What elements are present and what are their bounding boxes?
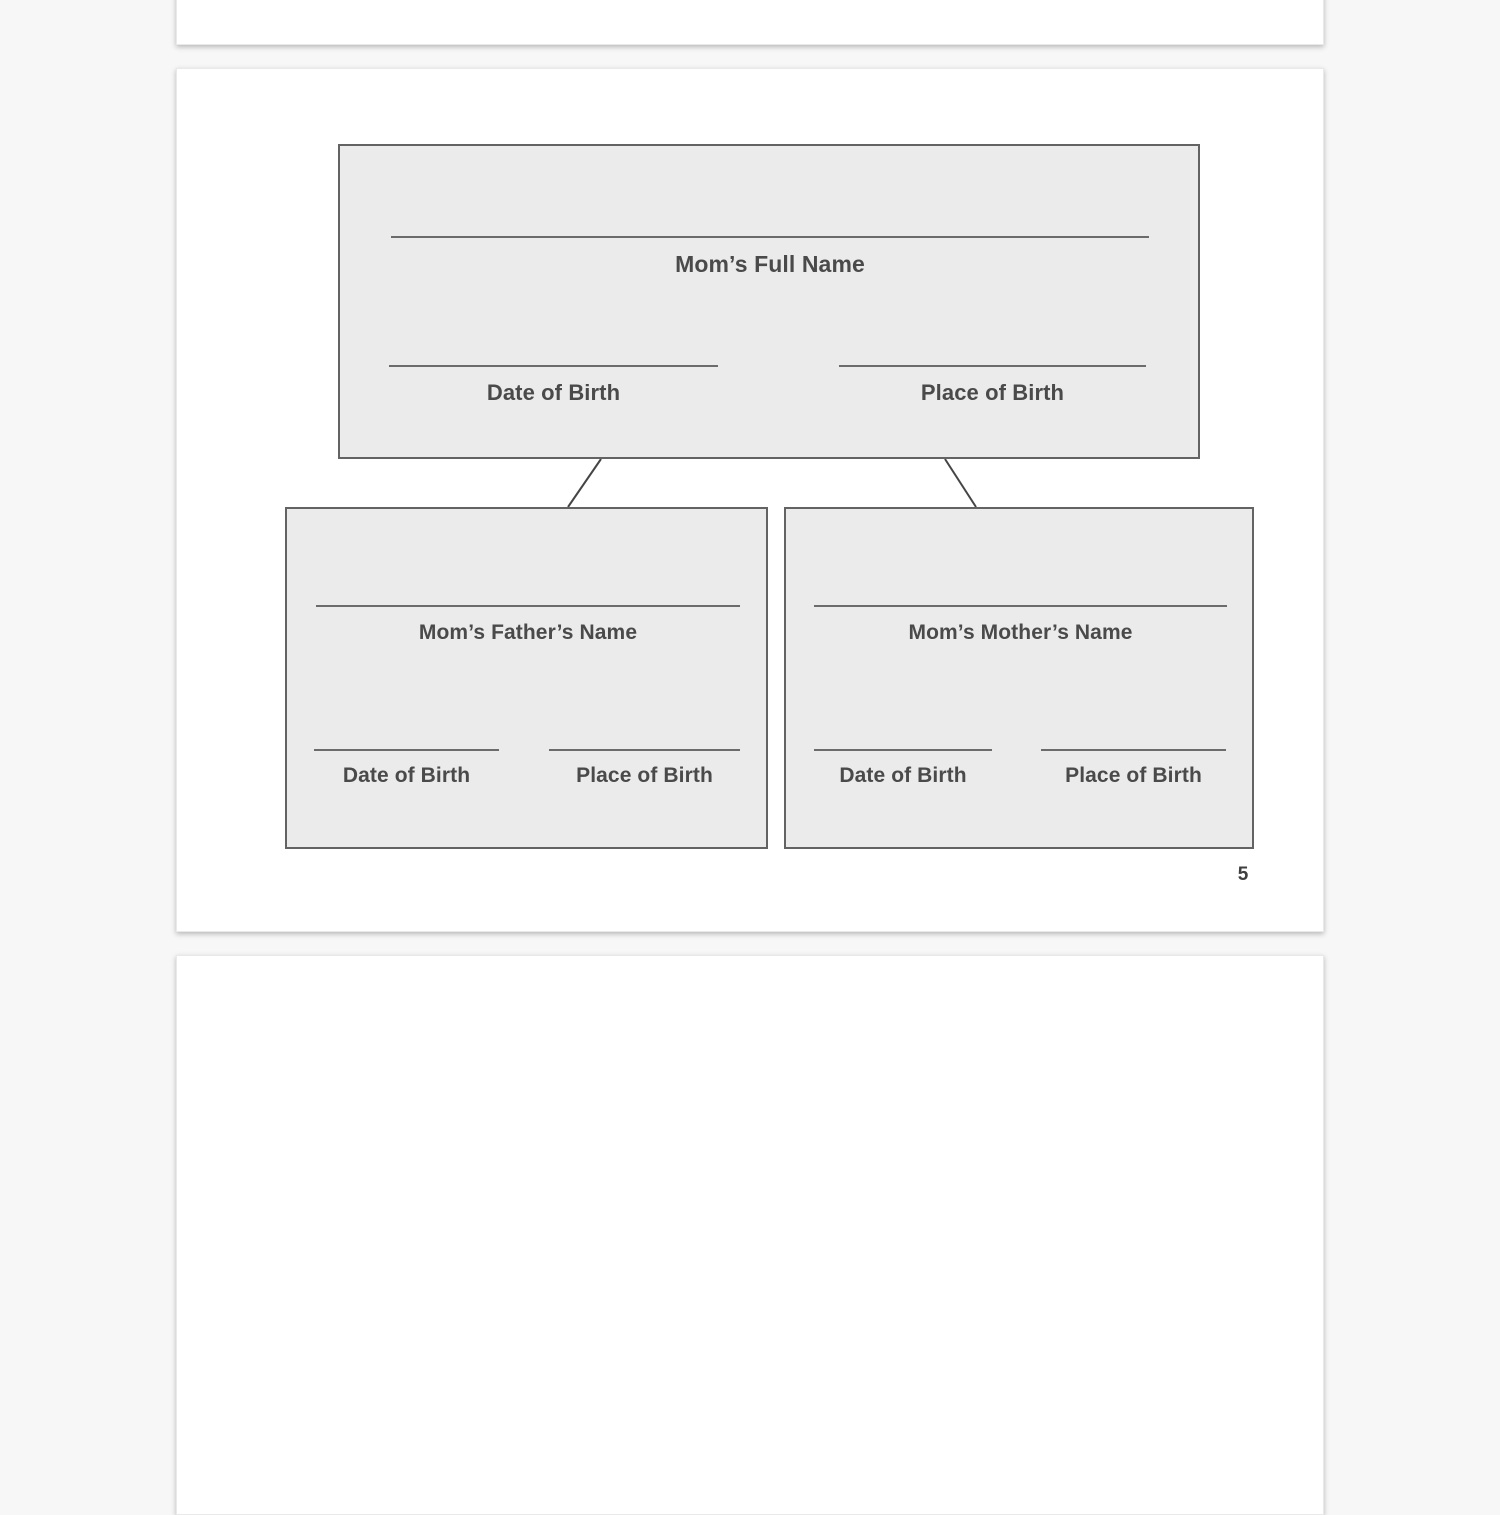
page-number: 5 (1237, 864, 1249, 885)
moms-mother-place-of-birth-label: Place of Birth (1065, 764, 1202, 787)
moms-mother-name-write-line[interactable] (814, 605, 1227, 607)
moms-father-date-of-birth-write-line[interactable] (314, 749, 499, 751)
mom-date-of-birth-write-line[interactable] (389, 365, 718, 367)
moms-mother-place-of-birth-write-line[interactable] (1041, 749, 1226, 751)
moms-mother-name-field[interactable]: Mom’s Mother’s Name (814, 605, 1227, 645)
mom-place-of-birth-write-line[interactable] (839, 365, 1146, 367)
document-page-previous (176, 0, 1324, 45)
moms-mother-date-of-birth-label: Date of Birth (839, 764, 967, 787)
tree-node-moms-father[interactable]: Mom’s Father’s Name Date of Birth Place … (285, 507, 768, 849)
tree-node-moms-mother[interactable]: Mom’s Mother’s Name Date of Birth Place … (784, 507, 1254, 849)
moms-father-date-of-birth-field[interactable]: Date of Birth (314, 749, 499, 788)
mom-full-name-label: Mom’s Full Name (675, 251, 865, 277)
moms-father-date-of-birth-label: Date of Birth (342, 764, 471, 787)
tree-node-mom[interactable]: Mom’s Full Name Date of Birth Place of B… (338, 144, 1200, 459)
moms-mother-place-of-birth-field[interactable]: Place of Birth (1041, 749, 1226, 788)
connector-line-to-father (567, 458, 602, 508)
moms-father-name-field[interactable]: Mom’s Father’s Name (316, 605, 740, 645)
document-page-next (176, 955, 1324, 1515)
mom-place-of-birth-field[interactable]: Place of Birth (839, 365, 1146, 406)
moms-father-place-of-birth-write-line[interactable] (549, 749, 740, 751)
mom-full-name-write-line[interactable] (391, 236, 1149, 238)
moms-father-name-write-line[interactable] (316, 605, 740, 607)
mom-full-name-field[interactable]: Mom’s Full Name (391, 236, 1149, 278)
connector-line-to-mother (944, 458, 977, 508)
mom-place-of-birth-label: Place of Birth (920, 380, 1065, 405)
moms-mother-name-label: Mom’s Mother’s Name (908, 621, 1133, 644)
moms-mother-date-of-birth-field[interactable]: Date of Birth (814, 749, 992, 788)
moms-father-place-of-birth-field[interactable]: Place of Birth (549, 749, 740, 788)
moms-father-place-of-birth-label: Place of Birth (576, 764, 713, 787)
moms-father-name-label: Mom’s Father’s Name (418, 621, 638, 644)
mom-date-of-birth-field[interactable]: Date of Birth (389, 365, 718, 406)
moms-mother-date-of-birth-write-line[interactable] (814, 749, 992, 751)
mom-date-of-birth-label: Date of Birth (486, 380, 621, 405)
document-page-current: Mom’s Full Name Date of Birth Place of B… (176, 68, 1324, 932)
